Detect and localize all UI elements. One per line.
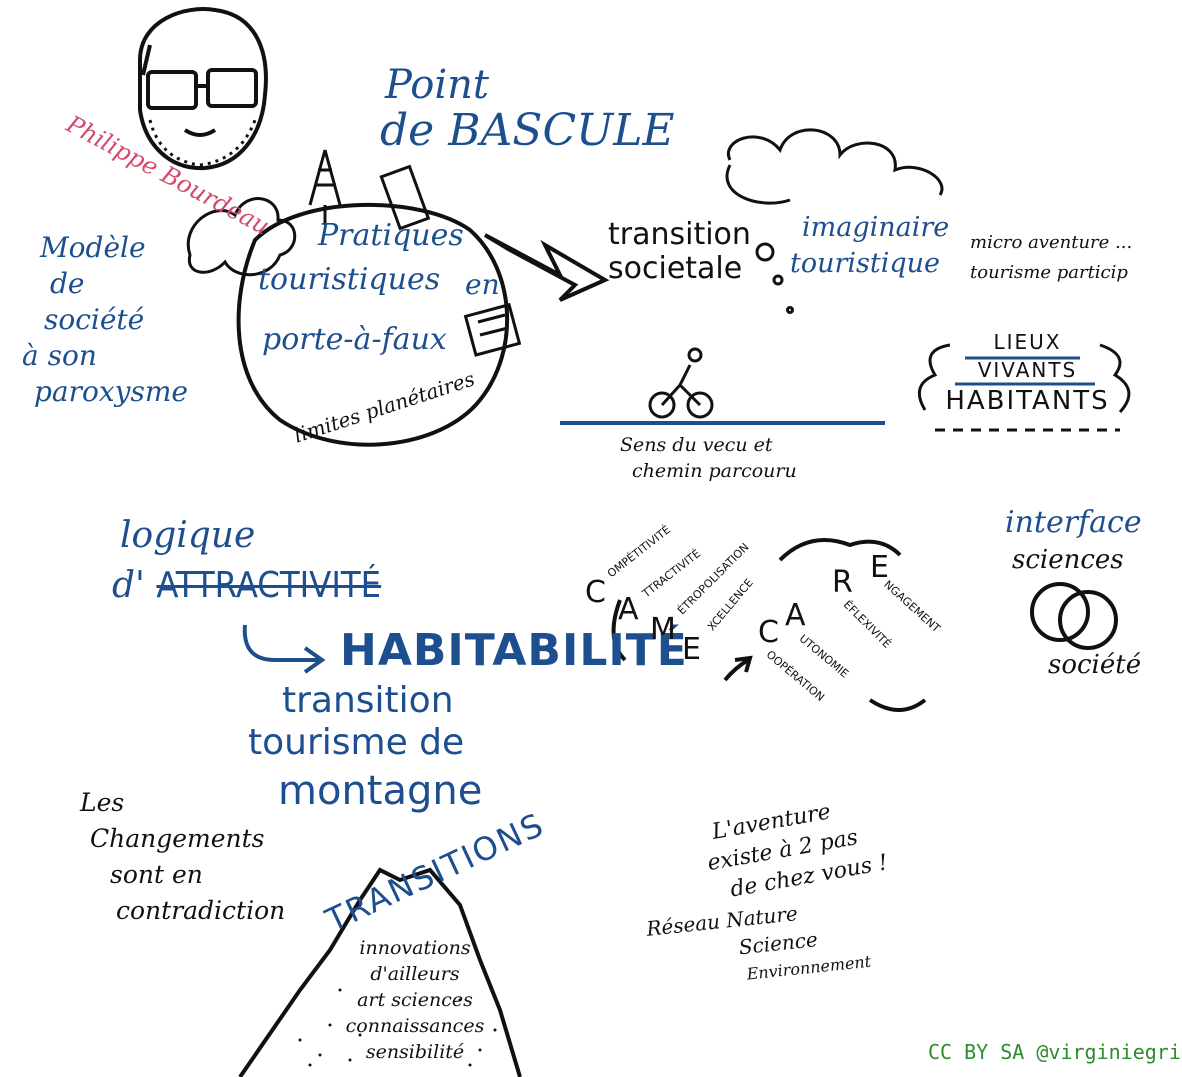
globe-text-2b: en bbox=[465, 268, 500, 301]
logique-l6: montagne bbox=[278, 768, 483, 814]
globe-text-3: porte-à-faux bbox=[262, 322, 447, 357]
modele-line: société bbox=[44, 303, 145, 336]
transition-line: transition bbox=[608, 217, 751, 252]
lieux-frame bbox=[917, 343, 1131, 432]
lieux-line: VIVANTS bbox=[977, 358, 1078, 382]
modele-line: Modèle bbox=[40, 231, 146, 264]
care-e: E bbox=[870, 550, 889, 585]
came-c: C bbox=[585, 575, 606, 610]
mountain-line: connaissances bbox=[345, 1015, 485, 1037]
venn-icon bbox=[1030, 582, 1118, 650]
came-care-arrow bbox=[611, 538, 927, 712]
mountain-line: innovations bbox=[359, 937, 471, 959]
credit-text: CC BY SA @virginiegrimm bbox=[928, 1040, 1182, 1064]
sens-line: Sens du vecu et bbox=[620, 434, 773, 456]
sens-text: Sens du vecu et chemin parcouru bbox=[620, 432, 797, 484]
arrow-icon bbox=[483, 233, 610, 302]
modele-line: de bbox=[50, 267, 85, 300]
logique-l2: d' ATTRACTIVITÉ bbox=[112, 565, 381, 606]
modele-text: Modèle de société à son paroxysme bbox=[22, 230, 188, 410]
came-a: A bbox=[618, 592, 639, 627]
transition-line: societale bbox=[608, 251, 743, 286]
film-icon bbox=[379, 164, 431, 231]
societe-label: société bbox=[1048, 650, 1142, 680]
habitabilite-text: HABITABILITÉ bbox=[340, 625, 688, 676]
page-title-line1: Point bbox=[385, 62, 490, 108]
logique-l5: tourisme de bbox=[248, 722, 465, 763]
imaginaire-text: imaginaire touristique bbox=[790, 210, 949, 282]
changements-line: contradiction bbox=[116, 896, 286, 925]
thought-cloud-icon bbox=[725, 128, 944, 314]
mountain-text: innovations d'ailleurs art sciences conn… bbox=[335, 935, 495, 1065]
sciences-label: sciences bbox=[1012, 545, 1124, 575]
mountain-line: d'ailleurs bbox=[370, 963, 460, 985]
buildings-icon bbox=[463, 302, 522, 357]
modele-line: paroxysme bbox=[34, 375, 188, 408]
mountain-line: sensibilité bbox=[365, 1041, 465, 1063]
care-r: R bbox=[832, 565, 853, 600]
page-title-line2: de BASCULE bbox=[380, 105, 675, 156]
transition-societale: transition societale bbox=[608, 218, 751, 286]
lieux-line: HABITANTS bbox=[945, 386, 1110, 416]
globe-text-1: Pratiques bbox=[318, 218, 464, 253]
care-c: C bbox=[758, 615, 779, 650]
lieux-text: LIEUX VIVANTS HABITANTS bbox=[940, 330, 1115, 416]
changements-line: Changements bbox=[90, 824, 265, 853]
cyclist-icon bbox=[648, 347, 714, 419]
turn-arrow-icon bbox=[242, 624, 326, 674]
tree-icon bbox=[308, 149, 342, 225]
came-m: M bbox=[650, 612, 676, 647]
globe-text-2: touristiques bbox=[258, 262, 441, 297]
globe-icon bbox=[236, 202, 510, 447]
modele-line: à son bbox=[22, 339, 97, 372]
sens-line: chemin parcouru bbox=[632, 460, 797, 482]
logique-l4: transition bbox=[282, 680, 454, 721]
mountain-line: art sciences bbox=[357, 989, 473, 1011]
came-e: E bbox=[682, 632, 701, 667]
attractivite-text: ATTRACTIVITÉ bbox=[156, 565, 382, 606]
portrait-icon bbox=[138, 7, 268, 171]
logique-l2a: d' bbox=[112, 565, 145, 606]
mountain-dots bbox=[298, 988, 497, 1067]
micro-text: micro aventure ... tourisme particip bbox=[970, 228, 1132, 288]
changements-line: sont en bbox=[110, 860, 203, 889]
imaginaire-line: imaginaire bbox=[802, 212, 950, 243]
micro-line: micro aventure ... bbox=[970, 232, 1133, 253]
cloud-icon bbox=[186, 197, 297, 277]
care-a: A bbox=[785, 598, 806, 633]
changements-line: Les bbox=[80, 788, 125, 817]
interface-label: interface bbox=[1005, 505, 1142, 540]
changements-text: Les Changements sont en contradiction bbox=[80, 785, 285, 929]
logique-l1: logique bbox=[120, 515, 256, 556]
micro-line: tourisme particip bbox=[970, 262, 1128, 283]
lieux-line: LIEUX bbox=[993, 330, 1062, 354]
mountain-icon bbox=[238, 867, 522, 1077]
imaginaire-line: touristique bbox=[790, 248, 941, 279]
